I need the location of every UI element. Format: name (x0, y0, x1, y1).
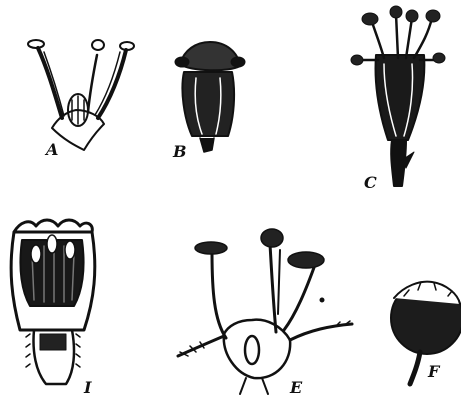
panel-label-c: C (364, 175, 377, 191)
figure-f-fruit (391, 282, 461, 384)
panel-label-f: F (428, 364, 439, 380)
panel-label-a: A (46, 142, 58, 158)
figure-e-ovary-stamens (178, 229, 352, 394)
panel-label-b: B (173, 144, 187, 160)
figure-c-flower-stamens (351, 6, 445, 186)
figure-a-open-flower (28, 40, 134, 150)
panel-label-i: I (84, 380, 91, 396)
figure-b-closed-bud (175, 42, 245, 152)
figure-i-flower-section (11, 220, 95, 384)
panel-label-e: E (290, 380, 302, 396)
